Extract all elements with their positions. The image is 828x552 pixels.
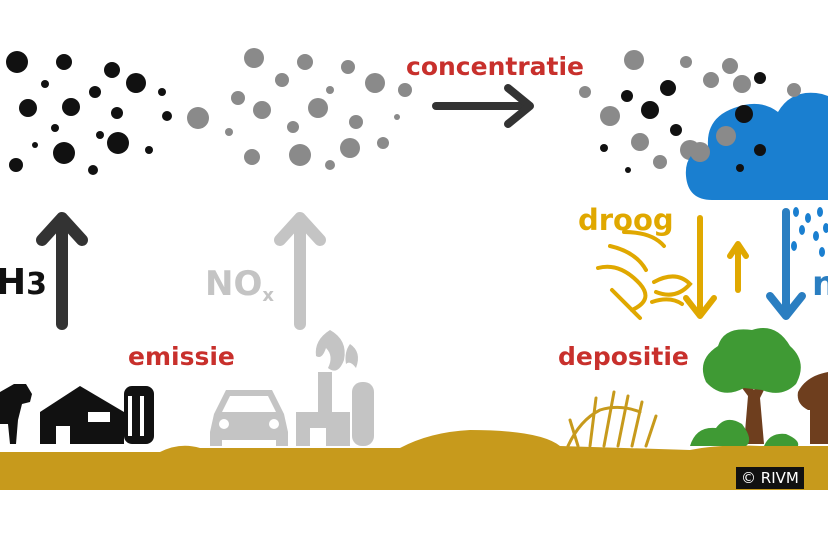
emission-label: emissie (128, 342, 235, 371)
cloud-icon (685, 75, 828, 200)
factory-icon (296, 372, 374, 446)
wind-swirl-icon (596, 230, 693, 320)
nh3-label: H3 (0, 262, 47, 303)
nox-label-main: NO (205, 264, 263, 304)
nox-label: NOx (205, 264, 274, 306)
deposition-label: depositie (558, 342, 689, 371)
nox-particles-middle (187, 48, 412, 170)
mushroom-icon (797, 372, 828, 444)
barn-icon (40, 386, 124, 444)
grass-tuft-icon (566, 390, 658, 448)
nh3-label-sub: 3 (26, 267, 48, 302)
nox-label-sub: x (262, 285, 274, 306)
ground (0, 430, 828, 490)
cow-icon (0, 384, 32, 444)
rain-drops (791, 207, 828, 257)
car-icon (210, 390, 288, 446)
copyright-badge: © RIVM (736, 467, 804, 489)
dry-deposition-arrow (683, 215, 749, 319)
dry-label: droog (578, 203, 674, 237)
nh3-emission-arrow (36, 212, 88, 330)
wet-deposition-arrow (766, 208, 806, 320)
silo-icon (124, 386, 154, 444)
wet-label-partial: n (812, 264, 828, 304)
ammonia-particles-left (6, 51, 172, 175)
nox-emission-arrow (274, 212, 326, 330)
concentration-arrow (432, 84, 534, 128)
concentration-label: concentratie (406, 52, 584, 81)
tree-icon (690, 328, 801, 446)
nh3-label-main: H (0, 262, 27, 303)
flame-icon (315, 330, 358, 371)
particles-right (579, 50, 766, 173)
